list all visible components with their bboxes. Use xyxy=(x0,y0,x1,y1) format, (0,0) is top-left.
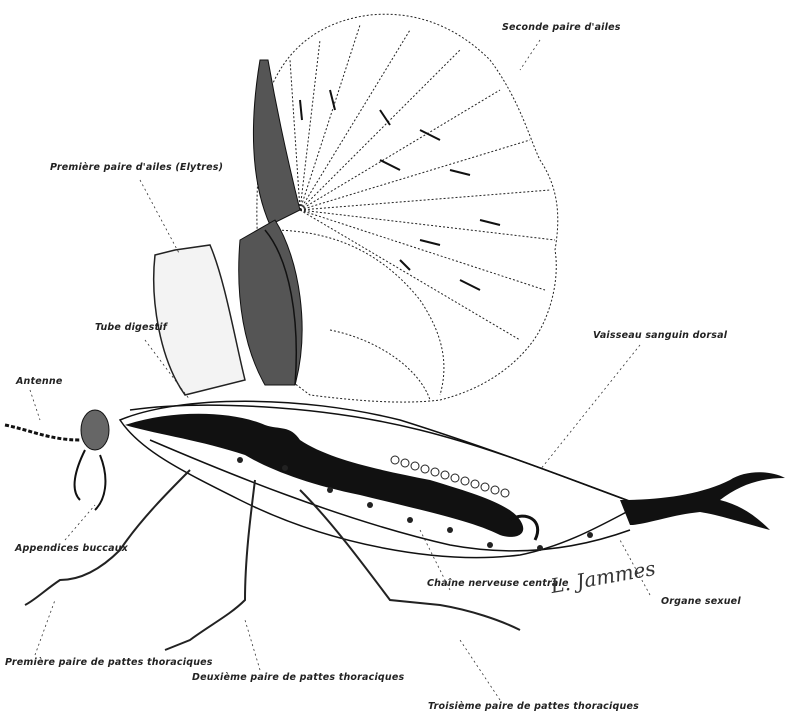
label-first-wings: Première paire d'ailes (Elytres) xyxy=(50,162,223,173)
label-sex-organ: Organe sexuel xyxy=(661,596,741,607)
head xyxy=(5,410,109,510)
label-mouthparts: Appendices buccaux xyxy=(15,543,128,554)
wing-vein-marks xyxy=(300,90,500,290)
label-second-legs: Deuxième paire de pattes thoraciques xyxy=(192,672,404,683)
label-digestive-tube: Tube digestif xyxy=(95,322,167,333)
label-antenna: Antenne xyxy=(16,376,62,387)
label-first-legs: Première paire de pattes thoraciques xyxy=(5,657,213,668)
label-third-legs: Troisième paire de pattes thoraciques xyxy=(428,701,639,712)
tail-cerci xyxy=(620,472,785,530)
label-dorsal-vessel: Vaisseau sanguin dorsal xyxy=(593,330,727,341)
elytra xyxy=(154,60,302,395)
label-second-wings: Seconde paire d'ailes xyxy=(502,22,621,33)
label-nerve-chain: Chaîne nerveuse centrale xyxy=(427,578,569,589)
leader-lines xyxy=(30,40,650,700)
